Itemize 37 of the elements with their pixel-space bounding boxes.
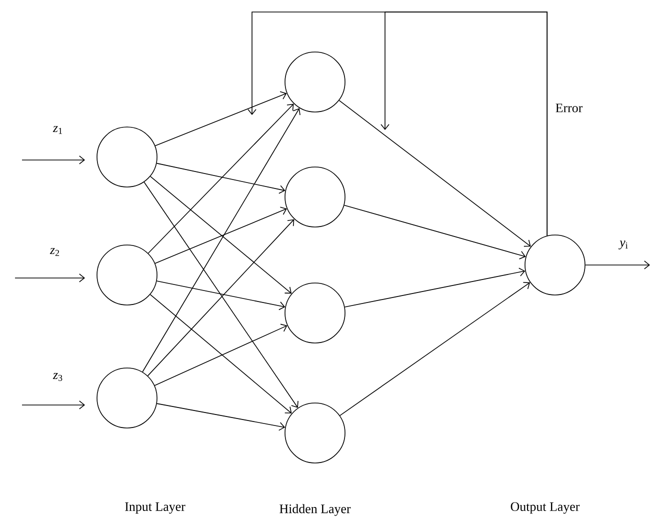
arrow: [154, 324, 288, 386]
arrow: [344, 268, 526, 308]
neuron-circle: [284, 282, 346, 344]
neuron-circle: [96, 126, 158, 188]
feedback-arrow: [380, 12, 548, 236]
output-arrow: [585, 260, 650, 270]
layer-label: Hidden Layer: [280, 504, 351, 516]
input-arrow: [22, 400, 85, 410]
neuron-circle: [284, 52, 346, 112]
neuron-circle: [524, 234, 586, 296]
neuron-circle: [284, 166, 346, 228]
neuron-circle: [96, 244, 158, 306]
arrow: [154, 91, 287, 146]
input-arrow: [22, 156, 85, 164]
arrow: [154, 206, 287, 264]
arrow: [156, 403, 286, 431]
arrow: [156, 280, 286, 310]
edge-label: z$_{3}$: [52, 372, 64, 382]
arrow: [150, 176, 292, 294]
arrow: [340, 282, 530, 416]
edge-label: z$_{1}$: [52, 125, 64, 135]
edge-label: z$_{2}$: [48, 247, 62, 257]
arrow: [142, 108, 300, 372]
input-arrow: [14, 274, 85, 282]
edge-label: y$_{i}$: [618, 240, 630, 250]
arrow: [156, 162, 286, 194]
arrow: [147, 219, 294, 376]
error-label: Error: [556, 104, 583, 112]
neuron-circle: [96, 368, 158, 428]
layer-label: Input Layer: [125, 502, 186, 514]
arrow: [144, 182, 298, 408]
arrow: [344, 204, 526, 260]
neuron-circle: [284, 402, 346, 464]
arrow: [150, 294, 292, 414]
arrow: [338, 100, 531, 247]
arrow: [148, 104, 294, 254]
layer-label: Output Layer: [510, 502, 580, 514]
